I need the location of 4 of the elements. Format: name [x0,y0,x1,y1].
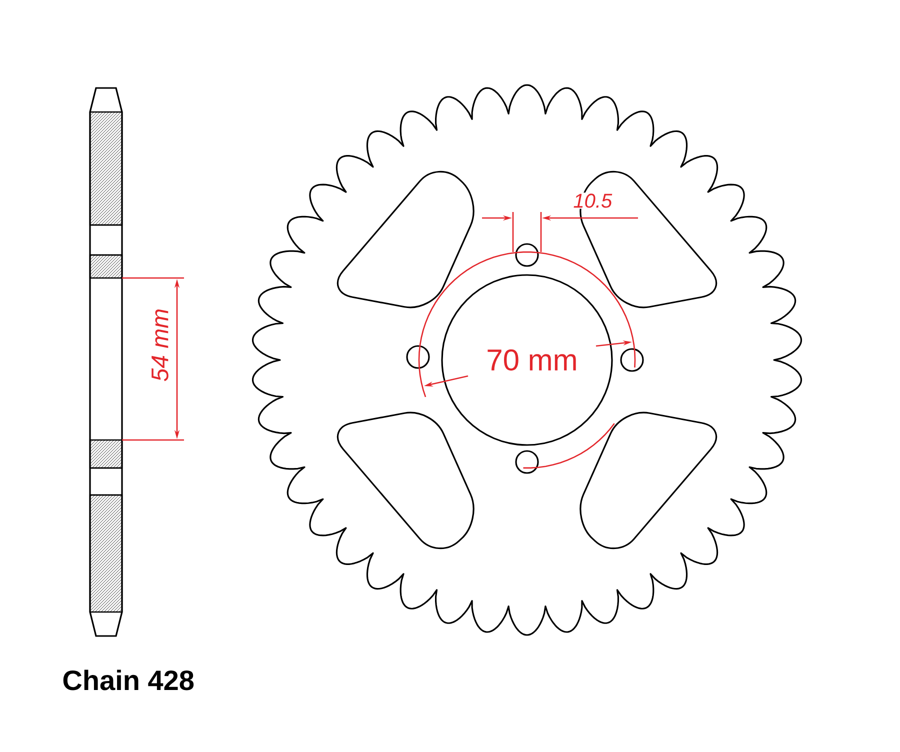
dimension-label: 54 mm [152,309,168,382]
dimension-label: 70 mm [488,349,576,371]
chain-size-label: Chain 428 [63,670,194,690]
dimension-label: 10.5 [574,194,612,208]
